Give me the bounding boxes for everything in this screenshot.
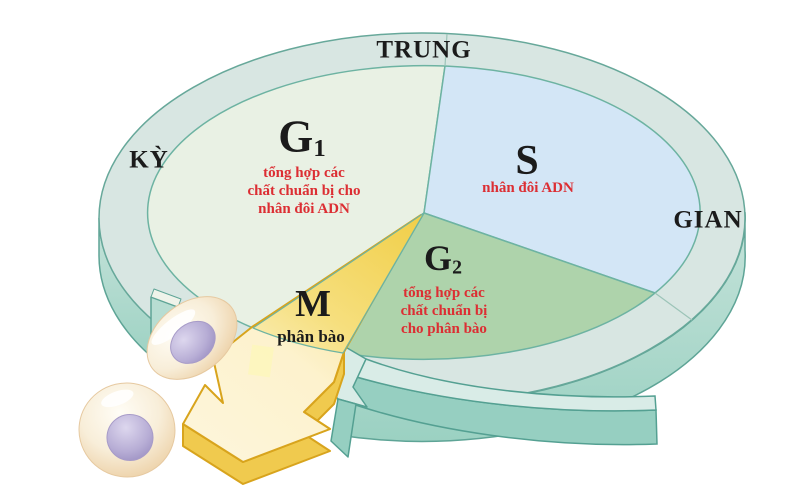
- phase-letter: G: [278, 111, 314, 162]
- phase-desc-g2: tổng hợp các chất chuẩn bị cho phân bào: [401, 284, 488, 338]
- slice-cut-top-edge: [150, 288, 182, 308]
- phase-desc-s: nhân đôi ADN: [482, 179, 574, 197]
- cell-highlight: [101, 389, 134, 408]
- ring-divider-right: [654, 292, 693, 321]
- daughter-cell-upper: [146, 296, 238, 380]
- phase-label-m: M: [295, 285, 331, 323]
- desc-line: phân bào: [277, 327, 345, 346]
- ring-divider-top: [444, 33, 448, 67]
- desc-line: nhân đôi ADN: [482, 180, 574, 196]
- cell-highlight: [151, 309, 196, 345]
- desc-line: tổng hợp các: [403, 285, 485, 301]
- g2-slice: [342, 212, 656, 361]
- exit-arrow-highlight: [248, 344, 274, 378]
- phase-subscript: 1: [313, 134, 326, 162]
- phase-label-g2: G2: [424, 240, 462, 278]
- phase-letter: S: [515, 138, 539, 184]
- cell-nucleus: [106, 413, 154, 461]
- phase-desc-m: phân bào: [277, 328, 345, 346]
- desc-line: nhân đôi ADN: [258, 201, 350, 217]
- daughter-cell-lower: [78, 382, 176, 478]
- ring-label-gian: GIAN: [673, 206, 743, 234]
- phase-label-g1: G1: [278, 114, 325, 161]
- desc-line: chất chuẩn bị: [400, 303, 488, 319]
- desc-line: tổng hợp các: [263, 165, 345, 181]
- phase-label-s: S: [515, 140, 538, 182]
- phase-subscript: 2: [452, 256, 462, 279]
- phase-letter: M: [295, 283, 331, 325]
- desc-line: chất chuẩn bị cho: [247, 183, 361, 199]
- cell-nucleus: [170, 320, 216, 364]
- m-slice: [252, 212, 425, 354]
- ring-label-trung: TRUNG: [376, 36, 472, 64]
- phase-desc-g1: tổng hợp các chất chuẩn bị cho nhân đôi …: [248, 164, 361, 218]
- desc-line: cho phân bào: [401, 321, 487, 337]
- cycle-arrow-spike: [330, 398, 357, 458]
- g1-slice: [146, 64, 446, 329]
- ring-label-ky: KỲ: [129, 146, 169, 174]
- phase-letter: G: [424, 237, 453, 278]
- cycle-arrow-body-top: [351, 358, 657, 412]
